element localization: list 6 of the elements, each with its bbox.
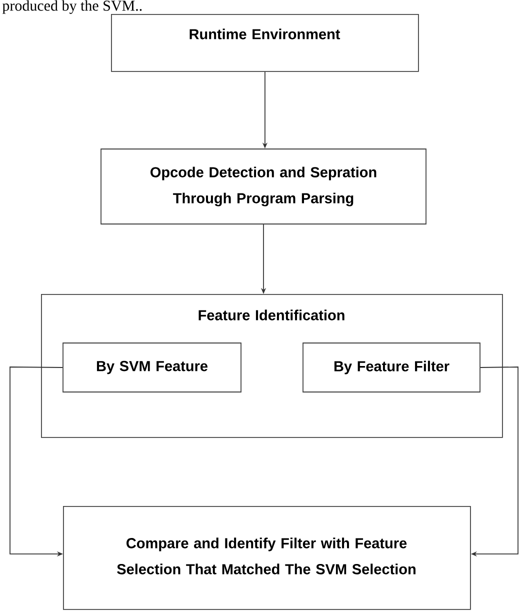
process-box: By Feature Filter [302,342,480,392]
process-box: By SVM Feature [62,342,242,392]
process-box: Compare and Identify Filter with Feature Selection That Matched The SVM Selection [63,506,471,610]
process-box: Runtime Environment [111,14,419,72]
process-box: Opcode Detection and Sepration Through Program Parsing [100,148,426,224]
caption-text: produced by the SVM.. [2,0,142,14]
